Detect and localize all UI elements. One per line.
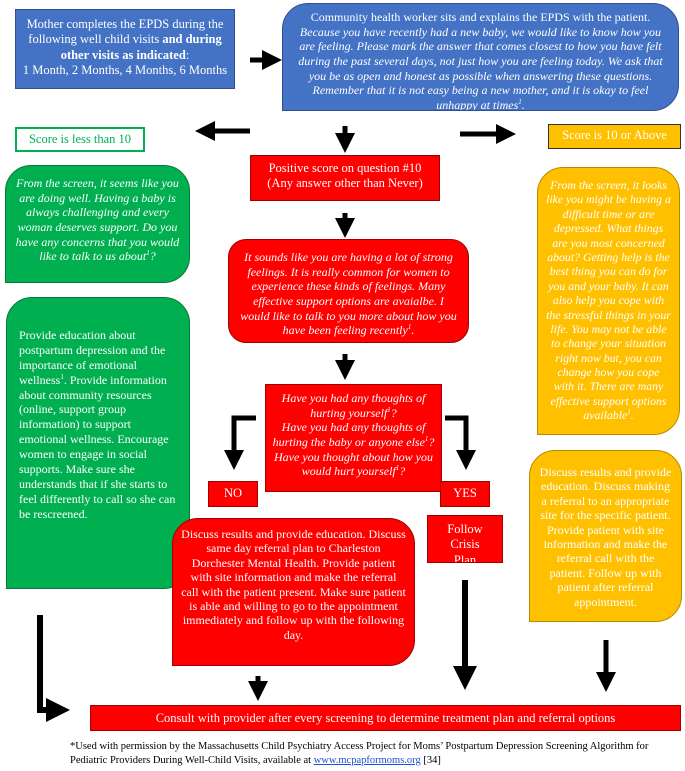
no-label: NO	[208, 481, 258, 507]
red-discuss-box: Discuss results and provide education. D…	[172, 518, 415, 666]
arrow-elbow-no	[224, 415, 256, 470]
consult-bar: Consult with provider after every screen…	[90, 705, 681, 731]
epds-visits-text: Mother completes the EPDS during the fol…	[26, 17, 224, 47]
q10-line2: (Any answer other than Never)	[267, 176, 423, 191]
score-low-label: Score is less than 10	[15, 127, 145, 152]
yes-label: YES	[440, 481, 490, 507]
footnote-link[interactable]: www.mcpapformoms.org	[313, 754, 421, 766]
epds-visits-colon: :	[185, 47, 190, 62]
chw-intro: Community health worker sits and explain…	[310, 10, 651, 24]
red-script-box: It sounds like you are having a lot of s…	[228, 239, 469, 343]
green-education-box: Provide education about postpartum depre…	[6, 297, 190, 589]
yellow-discuss-box: Discuss results and provide education. D…	[529, 450, 682, 622]
green-script-box: From the screen, it seems like you are d…	[5, 165, 190, 283]
footnote-ref: [34]	[423, 754, 441, 766]
epds-visits-bold: and during other visits as indicated	[60, 32, 222, 62]
q10-box: Positive score on question #10 (Any answ…	[250, 155, 440, 201]
epds-schedule: 1 Month, 2 Months, 4 Months, 6 Months	[22, 62, 228, 77]
arrow-elbow-green	[37, 615, 70, 722]
footnote-text: *Used with permission by the Massachuset…	[70, 741, 649, 766]
score-high-label: Score is 10 or Above	[548, 124, 681, 149]
epds-visits-box: Mother completes the EPDS during the fol…	[15, 9, 235, 89]
arrow-elbow-yes	[445, 415, 476, 470]
crisis-plan-box: Follow Crisis Plan	[427, 515, 503, 563]
chw-script: Because you have recently had a new baby…	[298, 24, 663, 111]
yellow-script-box: From the screen, it looks like you might…	[537, 167, 680, 435]
questions-box: Have you had any thoughts of hurting you…	[265, 384, 442, 492]
q10-line1: Positive score on question #10	[268, 161, 422, 175]
chw-box: Community health worker sits and explain…	[282, 3, 679, 111]
footnote: *Used with permission by the Massachuset…	[70, 740, 670, 767]
